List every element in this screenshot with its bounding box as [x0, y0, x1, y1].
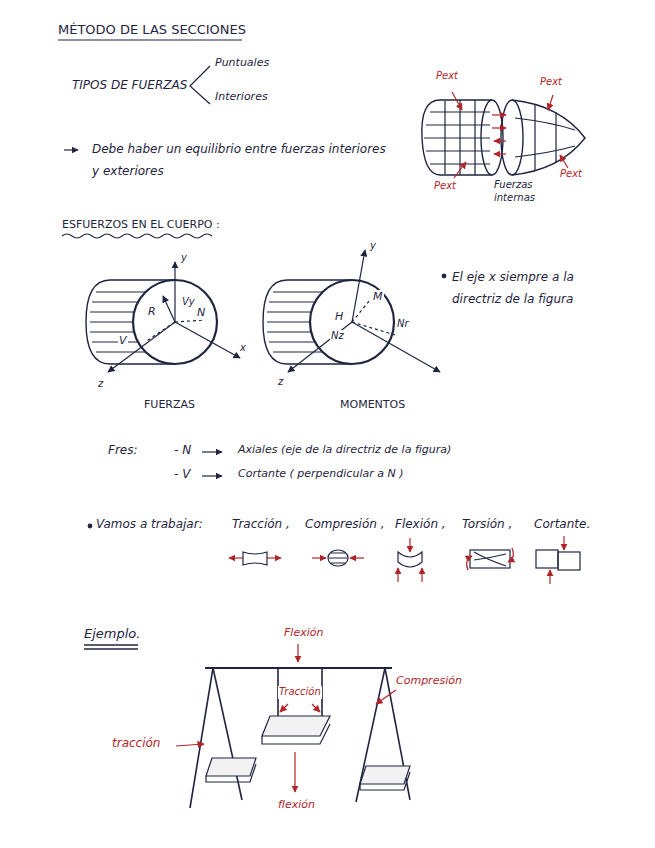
- note-text: Flexión: [284, 626, 323, 640]
- note-text: Fuerzas internas: [494, 178, 556, 204]
- note-text: Fres:: [108, 443, 138, 458]
- note-text: H: [334, 310, 344, 324]
- note-text: - N: [174, 443, 191, 458]
- note-text: V: [118, 334, 128, 348]
- note-text: N: [196, 306, 206, 320]
- note-text: Vy: [181, 296, 196, 309]
- note-text: Interiores: [215, 90, 268, 104]
- note-text: Tracción ,: [232, 517, 290, 532]
- note-text: FUERZAS: [144, 398, 195, 412]
- note-text: Torsión ,: [462, 517, 512, 532]
- note-text: x: [240, 342, 246, 355]
- note-text: Flexión ,: [395, 517, 446, 532]
- note-text: Cortante.: [534, 517, 590, 532]
- note-text: Debe haber un equilibrio entre fuerzas i…: [92, 138, 392, 182]
- note-text: Pext: [540, 76, 562, 89]
- note-text: El eje x siempre a la directriz de la fi…: [452, 266, 592, 310]
- note-text: Nr: [396, 318, 410, 331]
- note-text: z: [278, 376, 283, 389]
- page-title: MÉTODO DE LAS SECCIONES: [58, 22, 246, 38]
- note-text: Compresión ,: [305, 517, 385, 532]
- note-text: z: [98, 378, 103, 391]
- note-text: Vamos a trabajar:: [96, 517, 203, 532]
- note-text: Puntuales: [215, 56, 269, 70]
- note-text: TIPOS DE FUERZAS: [72, 78, 187, 93]
- note-text: Compresión: [396, 674, 462, 688]
- note-text: Pext: [436, 70, 458, 83]
- note-text: Cortante ( perpendicular a N ): [238, 467, 403, 481]
- note-text: tracción: [112, 736, 160, 751]
- note-text: flexión: [278, 798, 315, 812]
- note-text: R: [147, 305, 157, 319]
- note-text: y: [181, 252, 187, 265]
- note-text: - V: [174, 467, 190, 482]
- note-text: MOMENTOS: [340, 398, 405, 412]
- note-text: ESFUERZOS EN EL CUERPO :: [62, 218, 220, 232]
- note-text: Axiales (eje de la directriz de la figur…: [238, 443, 451, 457]
- note-text: Pext: [560, 168, 582, 181]
- note-text: Nz: [330, 330, 345, 343]
- note-text: Ejemplo.: [84, 626, 140, 642]
- note-text: Tracción: [278, 686, 322, 699]
- note-text: M: [372, 290, 384, 304]
- note-text: y: [370, 240, 376, 253]
- note-text: Pext: [434, 180, 456, 193]
